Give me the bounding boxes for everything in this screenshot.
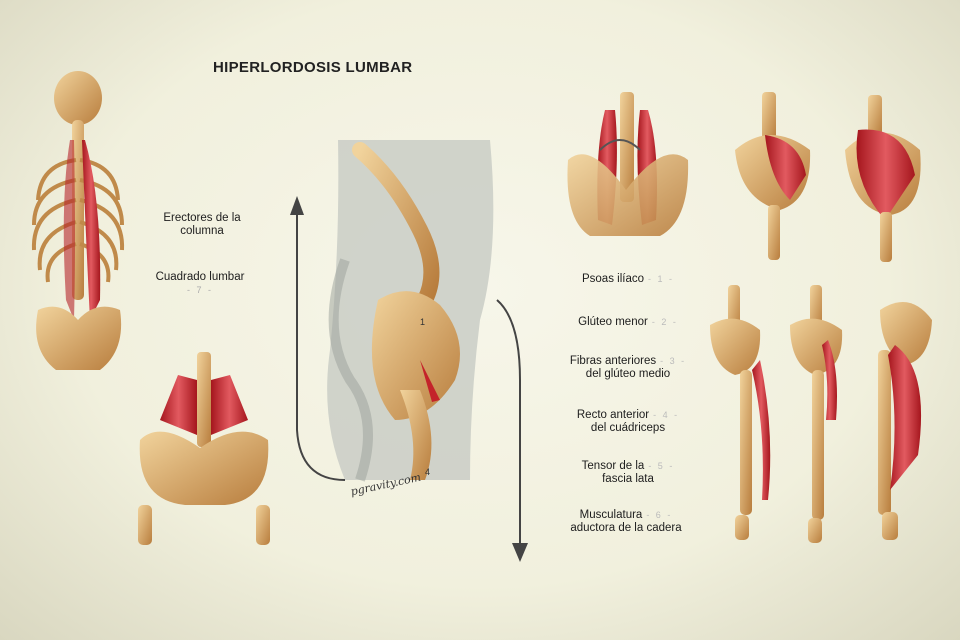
label-adductors-line1: Musculatura [579,509,643,521]
label-rectus-femoris-line2: del cuádriceps [590,422,666,434]
label-gluteus-minimus-number: - 2 - [651,317,678,327]
label-gluteus-medius-number: - 3 - [660,356,687,366]
label-tensor-fascia-lata-line2: fascia lata [602,473,654,485]
label-adductors-number: - 6 - [646,510,673,520]
label-adductors: Musculatura- 6 - aductora de la cadera [540,509,712,535]
label-psoas-number: - 1 - [648,274,675,284]
label-rectus-femoris-line1: Recto anterior [576,409,650,421]
skeleton-back-view [31,71,125,370]
label-quadratus-lumborum-text: Cuadrado lumbar [155,271,245,283]
lateral-lordosis-view: 4 1 [327,140,494,482]
label-tensor-fascia-lata-number: - 5 - [648,461,675,471]
label-erector-spinae-line2: columna [180,225,224,237]
label-gluteus-medius: Fibras anteriores- 3 - del glúteo medio [548,355,708,381]
label-quadratus-lumborum: Cuadrado lumbar - 7 - [135,271,265,297]
label-psoas: Psoas ilíaco - 1 - [548,273,708,286]
leg-rectus-femoris-view [710,285,771,540]
pelvis-gluteus-minimus-view [735,92,811,260]
leg-tensor-fascia-lata-view [790,285,843,543]
arrow-up-icon [290,196,304,215]
pelvis-gluteus-medius-view [845,95,921,262]
diagram-title: HIPERLORDOSIS LUMBAR [213,59,413,76]
label-rectus-femoris-number: - 4 - [653,410,680,420]
label-gluteus-minimus-line1: Glúteo menor [578,316,648,328]
label-gluteus-medius-line2: del glúteo medio [585,368,671,380]
label-erector-spinae: Erectores de la columna [142,212,262,238]
label-adductors-line2: aductora de la cadera [570,522,682,534]
svg-text:1: 1 [420,317,425,327]
label-gluteus-medius-line1: Fibras anteriores [569,355,657,367]
rotation-arrows [296,210,521,545]
label-tensor-fascia-lata-line1: Tensor de la [581,460,645,472]
label-erector-spinae-line1: Erectores de la [163,212,241,224]
label-rectus-femoris: Recto anterior- 4 - del cuádriceps [548,409,708,435]
label-quadratus-lumborum-number: - 7 - [186,285,213,295]
pelvis-psoas-view [567,92,689,236]
svg-text:4: 4 [425,467,430,477]
label-gluteus-minimus: Glúteo menor- 2 - [548,316,708,329]
label-tensor-fascia-lata: Tensor de la- 5 - fascia lata [548,460,708,486]
arrow-down-icon [512,543,528,562]
pelvis-quadratus-view [138,352,270,545]
leg-adductors-view [878,302,932,540]
label-psoas-line1: Psoas ilíaco [581,273,644,285]
